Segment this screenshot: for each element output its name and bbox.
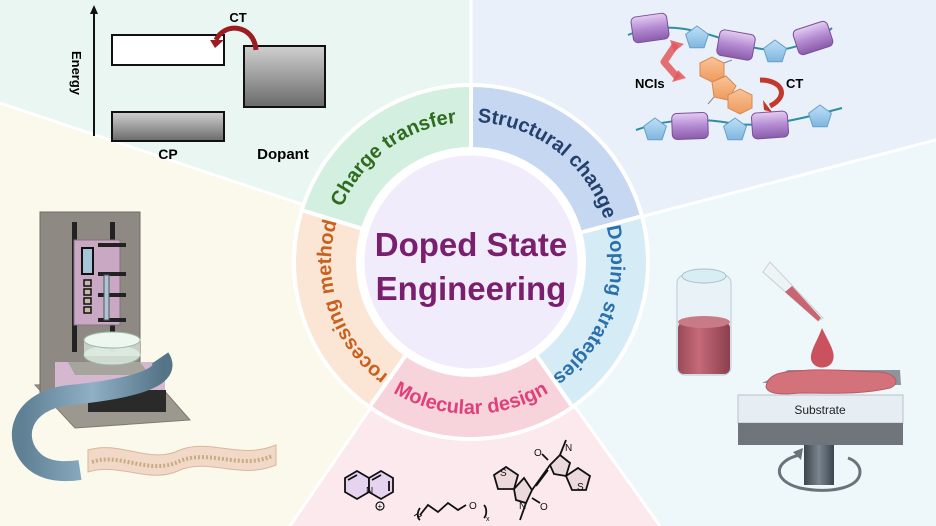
quinolizinium-plus-label: + [378, 502, 383, 511]
ncis-double-arrow [660, 42, 681, 81]
ti-s-label-2: S [577, 482, 584, 493]
ti-o-label-2: O [534, 448, 542, 459]
ti-s-label-1: S [500, 468, 507, 479]
spin-shaft [804, 445, 834, 485]
polymer-unit-pentagon [723, 117, 747, 141]
ct-arrow-structural [759, 77, 784, 109]
dopant-molecule [699, 56, 753, 115]
polymer-unit-pentagon [643, 117, 667, 141]
polymer-unit-rect [671, 112, 709, 140]
electrospinning-apparatus [11, 211, 277, 482]
quinolizinium-n-label: N [366, 486, 373, 497]
peg-o-label: O [469, 501, 477, 512]
polymer-chain-diagram: NCIs CT [627, 12, 843, 141]
syringe-pump [73, 239, 121, 326]
dopant-label: Dopant [257, 146, 309, 163]
molecular-structures: N + O x S S N N O O [344, 439, 592, 523]
polymer-unit-pentagon [808, 104, 832, 128]
spin-coating-illustration: Substrate [676, 261, 904, 492]
dopant-level [243, 45, 326, 108]
polymer-unit-pentagon [763, 39, 787, 63]
ring-segment-processing-methods [292, 207, 409, 410]
center-title-line2: Engineering [376, 270, 567, 307]
polymer-unit-rect [630, 12, 670, 44]
polymer-unit-rect [750, 110, 790, 140]
energy-level-diagram: Energy CT CP Dopant [69, 5, 326, 163]
substrate-label: Substrate [794, 403, 846, 417]
rotation-arrow [777, 453, 862, 492]
polymer-unit-rect [716, 29, 756, 61]
syringe [103, 274, 110, 321]
ti-n-label-2: N [565, 443, 572, 454]
spin-chuck [738, 423, 903, 445]
ti-n-label-1: N [519, 501, 526, 512]
peg-structure [413, 501, 488, 521]
center-circle [359, 150, 583, 374]
ct-label: CT [229, 10, 246, 25]
polymer-unit-pentagon [685, 25, 709, 49]
dopant-hexagon-2 [727, 88, 753, 115]
center-title-line1: Doped State [375, 226, 568, 263]
quinolizinium-structure [344, 469, 394, 511]
peg-x-label: x [486, 516, 490, 523]
ct-label-structural: CT [786, 76, 803, 91]
tube [11, 352, 173, 482]
pump-display [81, 247, 94, 275]
energy-axis-label: Energy [69, 51, 84, 96]
energy-axis-arrowhead [90, 5, 98, 14]
ct-curved-arrow [213, 25, 259, 51]
polymer-unit-rect [792, 20, 834, 56]
substrate-slab [737, 394, 904, 424]
cp-lumo-level [111, 34, 225, 66]
thienoisoindigo-structure [492, 439, 592, 521]
vial-liquid [678, 322, 730, 374]
nanofiber-ribbon [87, 444, 277, 476]
dopant-hexagon-1 [699, 56, 725, 83]
ct-arrowhead [210, 40, 224, 48]
coated-film [765, 369, 897, 395]
cp-label: CP [158, 146, 177, 162]
collector-plate [68, 362, 150, 375]
cp-homo-level [111, 111, 225, 142]
ti-o-label-1: O [540, 502, 548, 513]
droplet [810, 328, 834, 368]
ncis-label: NCIs [635, 76, 665, 91]
